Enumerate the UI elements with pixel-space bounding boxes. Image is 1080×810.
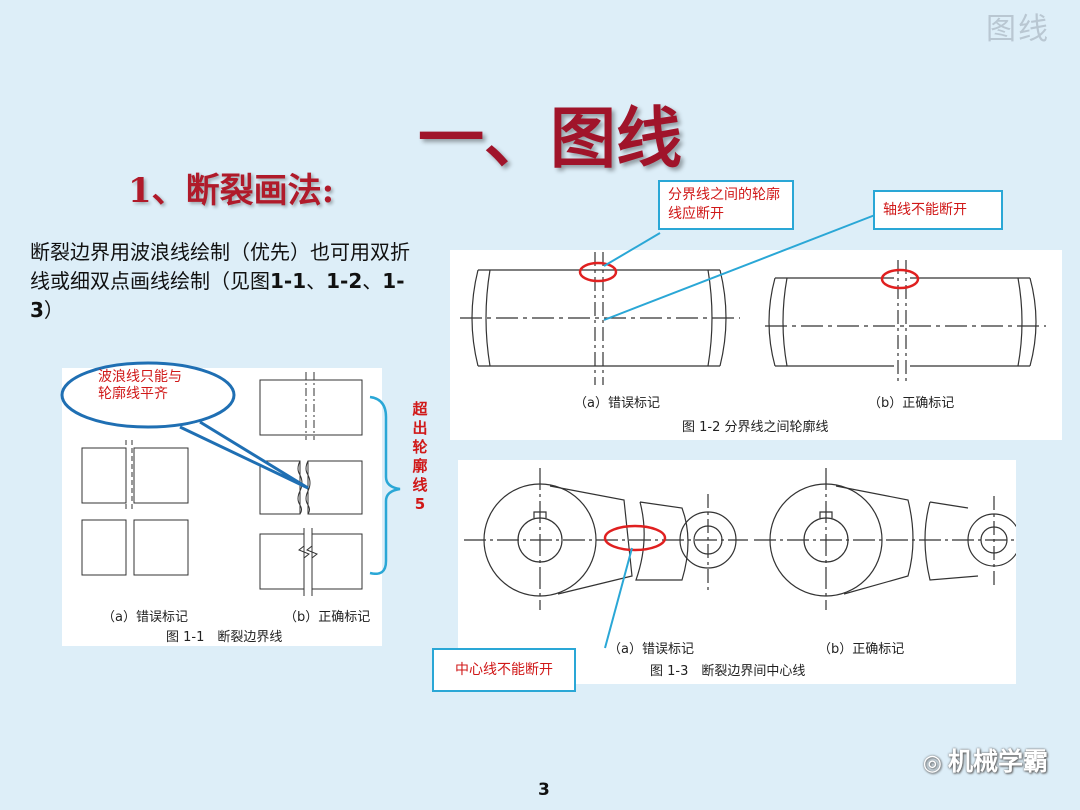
fig1-caption: 图 1-1 断裂边界线 bbox=[166, 630, 283, 645]
callout-boundary: 分界线之间的轮廓线应断开 bbox=[658, 180, 794, 230]
page-number: 3 bbox=[538, 780, 550, 800]
figure-1-2-drawing bbox=[450, 250, 1062, 440]
figure-ref-1-1: 1-1 bbox=[270, 269, 307, 293]
callout-wave-line: 波浪线只能与轮廓线平齐 bbox=[98, 369, 182, 402]
section-subtitle: 1、断裂画法: bbox=[128, 171, 335, 211]
body-text-part2: ） bbox=[43, 298, 64, 322]
fig3-label-a: （a）错误标记 bbox=[608, 642, 694, 657]
corner-title: 图线 bbox=[986, 12, 1050, 47]
body-text-part1: 断裂边界用波浪线绘制（优先）也可用双折线或细双点画线绘制（见图 bbox=[30, 240, 410, 293]
fig1-label-a: （a）错误标记 bbox=[102, 610, 188, 625]
figure-1-3-panel: （a）错误标记 （b）正确标记 图 1-3 断裂边界间中心线 bbox=[458, 460, 1016, 684]
callout-center: 中心线不能断开 bbox=[432, 648, 576, 692]
fig3-caption: 图 1-3 断裂边界间中心线 bbox=[650, 664, 806, 679]
body-separator: 、 bbox=[306, 269, 327, 293]
page-title: 一、图线 bbox=[418, 99, 682, 177]
body-paragraph: 断裂边界用波浪线绘制（优先）也可用双折线或细双点画线绘制（见图1-1、1-2、1… bbox=[30, 238, 410, 325]
fig2-label-a: （a）错误标记 bbox=[574, 396, 660, 411]
figure-1-2-panel: （a）错误标记 （b）正确标记 图 1-2 分界线之间轮廓线 bbox=[450, 250, 1062, 440]
vertical-label: 超出轮廓线5 bbox=[412, 400, 428, 513]
bracket-shape bbox=[368, 395, 408, 575]
ellipse-callout-shape bbox=[60, 361, 380, 500]
figure-1-1-drawing bbox=[62, 368, 382, 646]
wechat-icon: ◎ bbox=[922, 751, 942, 776]
fig2-caption: 图 1-2 分界线之间轮廓线 bbox=[682, 420, 829, 435]
figure-ref-1-2: 1-2 bbox=[326, 269, 363, 293]
fig1-label-b: （b）正确标记 bbox=[284, 610, 371, 625]
figure-1-3-drawing bbox=[458, 460, 1016, 684]
watermark-text: 机械学霸 bbox=[947, 747, 1048, 776]
body-separator: 、 bbox=[362, 269, 383, 293]
figure-ref-1-3: 1-3 bbox=[30, 269, 405, 322]
watermark: ◎机械学霸 bbox=[923, 742, 1048, 778]
callout-axis: 轴线不能断开 bbox=[873, 190, 1003, 230]
fig3-label-b: （b）正确标记 bbox=[818, 642, 905, 657]
fig2-label-b: （b）正确标记 bbox=[868, 396, 955, 411]
